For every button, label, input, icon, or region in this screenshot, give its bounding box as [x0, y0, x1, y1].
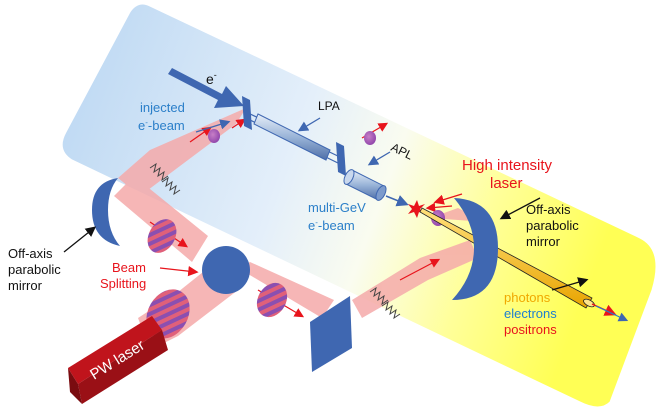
- pulse-apl: [364, 131, 376, 145]
- pulse-middle-beam: [256, 282, 288, 318]
- gamma-ray-cone: [419, 207, 595, 309]
- apl-cylinder: [343, 169, 387, 201]
- beam-splitter: [202, 246, 250, 294]
- label-positrons: positrons: [504, 322, 557, 337]
- diamond-mirror: [310, 296, 352, 372]
- label-oap-left-1: Off-axis: [8, 246, 53, 261]
- interaction-region: [61, 3, 657, 408]
- interaction-point: [408, 200, 425, 218]
- pulse-left-beam: [147, 219, 177, 253]
- label-lpa: LPA: [318, 99, 340, 113]
- blue-pointer-arrows: [195, 117, 391, 166]
- label-high-intensity-laser: laser: [490, 175, 523, 192]
- beam-break-marks: [149, 162, 401, 320]
- label-multigev: multi-GeV: [308, 200, 366, 215]
- oap-left: [92, 178, 120, 246]
- electron-injection-arrow: [168, 68, 244, 108]
- red-pointer-arrows: [159, 193, 463, 277]
- pointer-arrows: [63, 197, 589, 291]
- label-oap-right-2: parabolic: [526, 218, 579, 233]
- label-injected: injected: [140, 100, 185, 115]
- label-beam-splitting-1: Beam: [112, 260, 146, 275]
- mirror-upper-left: [242, 96, 252, 130]
- label-multigev-beam: e--beam: [308, 218, 355, 233]
- label-oap-right-3: mirror: [526, 234, 561, 249]
- label-oap-right-1: Off-axis: [526, 202, 571, 217]
- pulse-focused-left: [208, 129, 220, 143]
- outgoing-particles: [591, 303, 629, 322]
- label-oap-left-3: mirror: [8, 278, 43, 293]
- mirror-middle: [336, 142, 346, 176]
- label-beam-splitting-2: Splitting: [100, 276, 146, 291]
- label-injected-beam: e--beam: [138, 118, 185, 133]
- label-electrons: electrons: [504, 306, 557, 321]
- lpa-capillary: [253, 113, 331, 161]
- label-high-intensity: High intensity: [462, 157, 553, 174]
- pw-laser-box: [68, 316, 168, 404]
- label-oap-left-2: parabolic: [8, 262, 61, 277]
- oap-right: [452, 198, 498, 300]
- label-photons: photons: [504, 290, 551, 305]
- beam-to-interaction: [385, 195, 409, 207]
- label-electron: e-: [206, 70, 217, 87]
